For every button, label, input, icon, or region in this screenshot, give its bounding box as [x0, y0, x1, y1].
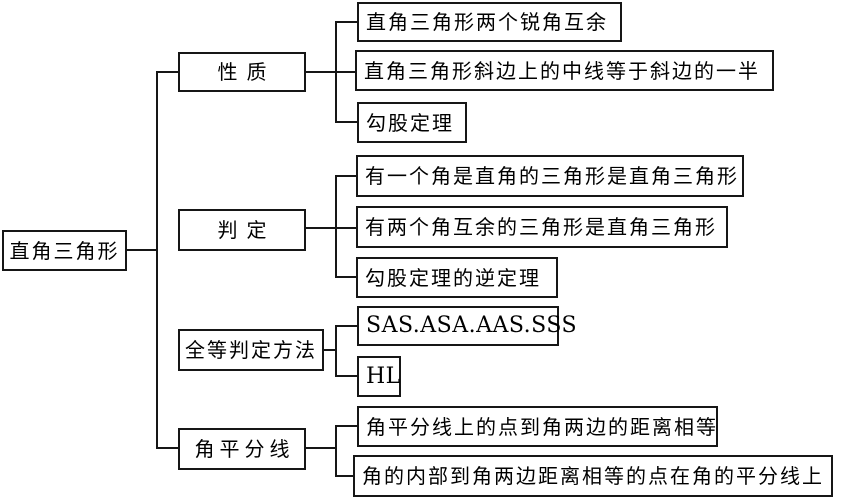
connector-congruence-leaf1-stub [335, 325, 359, 327]
leaf-bisector-point-equidistant: 角平分线上的点到角两边的距离相等 [357, 406, 718, 447]
branch-properties: 性质 [178, 52, 306, 92]
connector-properties-stub [156, 71, 180, 73]
connector-properties-leaf3-stub [335, 121, 359, 123]
connector-determination-leaf3-stub [335, 276, 358, 278]
leaf-pythagorean-theorem: 勾股定理 [357, 102, 467, 143]
leaf-acute-angles-complementary: 直角三角形两个锐角互余 [357, 2, 622, 42]
branch-determination: 判定 [178, 209, 306, 251]
leaf-converse-pythagorean: 勾股定理的逆定理 [356, 257, 558, 298]
connector-bisector-h [306, 447, 337, 449]
connector-properties-v [335, 21, 337, 123]
connector-bisector-stub [156, 447, 180, 449]
root-node: 直角三角形 [2, 230, 127, 271]
leaf-two-complementary-angles: 有两个角互余的三角形是直角三角形 [356, 206, 728, 248]
connector-properties-h [306, 71, 357, 73]
leaf-one-right-angle: 有一个角是直角的三角形是直角三角形 [356, 155, 744, 197]
connector-determination-h [306, 227, 357, 229]
connector-trunk [156, 71, 158, 449]
connector-properties-leaf1-stub [335, 21, 359, 23]
leaf-equidistant-point-on-bisector: 角的内部到角两边距离相等的点在角的平分线上 [353, 455, 833, 497]
branch-angle-bisector: 角平分线 [178, 428, 306, 470]
connector-determination-leaf1-stub [335, 175, 358, 177]
connector-determination-v [335, 175, 337, 278]
connector-bisector-leaf1-stub [335, 425, 359, 427]
leaf-median-hypotenuse-half: 直角三角形斜边上的中线等于斜边的一半 [355, 50, 774, 91]
connector-congruence-leaf2-stub [335, 375, 359, 377]
leaf-hl: HL [357, 356, 401, 397]
branch-congruence-methods: 全等判定方法 [178, 329, 324, 371]
leaf-sas-asa-aas-sss: SAS.ASA.AAS.SSS [357, 306, 577, 346]
connector-congruence-h [324, 349, 337, 351]
connector-bisector-v [335, 425, 337, 477]
connector-congruence-v [335, 325, 337, 377]
connector-root-stub [127, 249, 158, 251]
connector-bisector-leaf2-stub [335, 475, 355, 477]
